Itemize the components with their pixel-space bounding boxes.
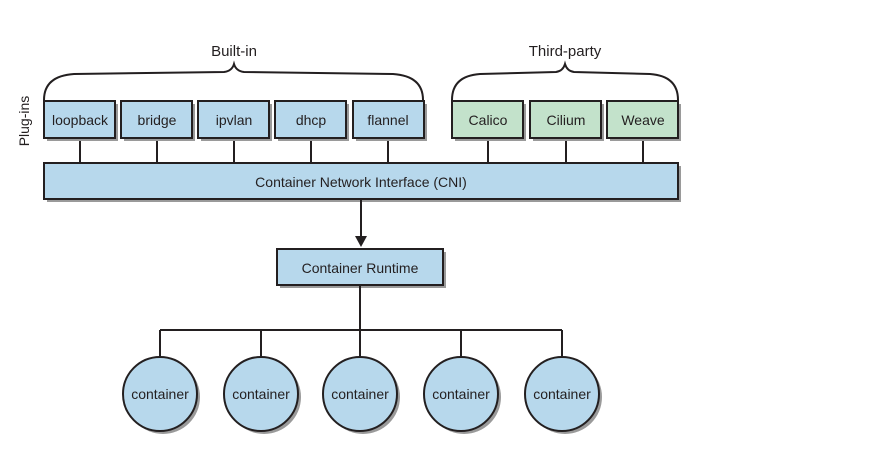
- thirdparty-brace: [451, 60, 679, 101]
- plugin-cilium-box: Cilium: [529, 100, 604, 141]
- plugins-side-label: Plug-ins: [16, 96, 32, 147]
- container-circle-4: container: [423, 356, 501, 434]
- builtin-plugins: loopback bridge ipvlan dhcp flannel: [43, 100, 427, 141]
- container-circle-5: container: [524, 356, 602, 434]
- plugin-loopback-label: loopback: [52, 112, 109, 128]
- plugin-calico-box: Calico: [451, 100, 526, 141]
- plugin-flannel-box: flannel: [352, 100, 427, 141]
- cni-to-runtime-arrow: [355, 199, 367, 247]
- container-circle-1: container: [122, 356, 200, 434]
- thirdparty-plugins: Calico Cilium Weave: [451, 100, 681, 141]
- runtime-to-containers-tree: [159, 285, 563, 358]
- builtin-brace: [43, 60, 424, 101]
- plugin-ipvlan-label: ipvlan: [216, 112, 253, 128]
- container-label-4: container: [432, 386, 490, 402]
- plugin-loopback-box: loopback: [43, 100, 118, 141]
- container-label-5: container: [533, 386, 591, 402]
- plugin-dhcp-label: dhcp: [296, 112, 327, 128]
- plugin-connectors: [79, 139, 644, 164]
- plugin-cilium-label: Cilium: [547, 112, 586, 128]
- container-label-3: container: [331, 386, 389, 402]
- plugin-calico-label: Calico: [469, 112, 508, 128]
- container-label-2: container: [232, 386, 290, 402]
- plugin-ipvlan-box: ipvlan: [197, 100, 272, 141]
- containers: container container container container …: [122, 356, 602, 434]
- plugin-bridge-box: bridge: [120, 100, 195, 141]
- plugin-dhcp-box: dhcp: [274, 100, 349, 141]
- cni-label: Container Network Interface (CNI): [255, 174, 467, 190]
- plugin-weave-label: Weave: [621, 112, 665, 128]
- container-label-1: container: [131, 386, 189, 402]
- thirdparty-group-label: Third-party: [529, 43, 602, 60]
- container-runtime-label: Container Runtime: [302, 260, 419, 276]
- container-circle-3: container: [322, 356, 400, 434]
- plugin-bridge-label: bridge: [138, 112, 177, 128]
- plugin-weave-box: Weave: [606, 100, 681, 141]
- container-runtime-box: Container Runtime: [276, 248, 446, 288]
- cni-bar: Container Network Interface (CNI): [43, 162, 681, 202]
- builtin-group-label: Built-in: [211, 43, 257, 60]
- plugin-flannel-label: flannel: [367, 112, 408, 128]
- container-circle-2: container: [223, 356, 301, 434]
